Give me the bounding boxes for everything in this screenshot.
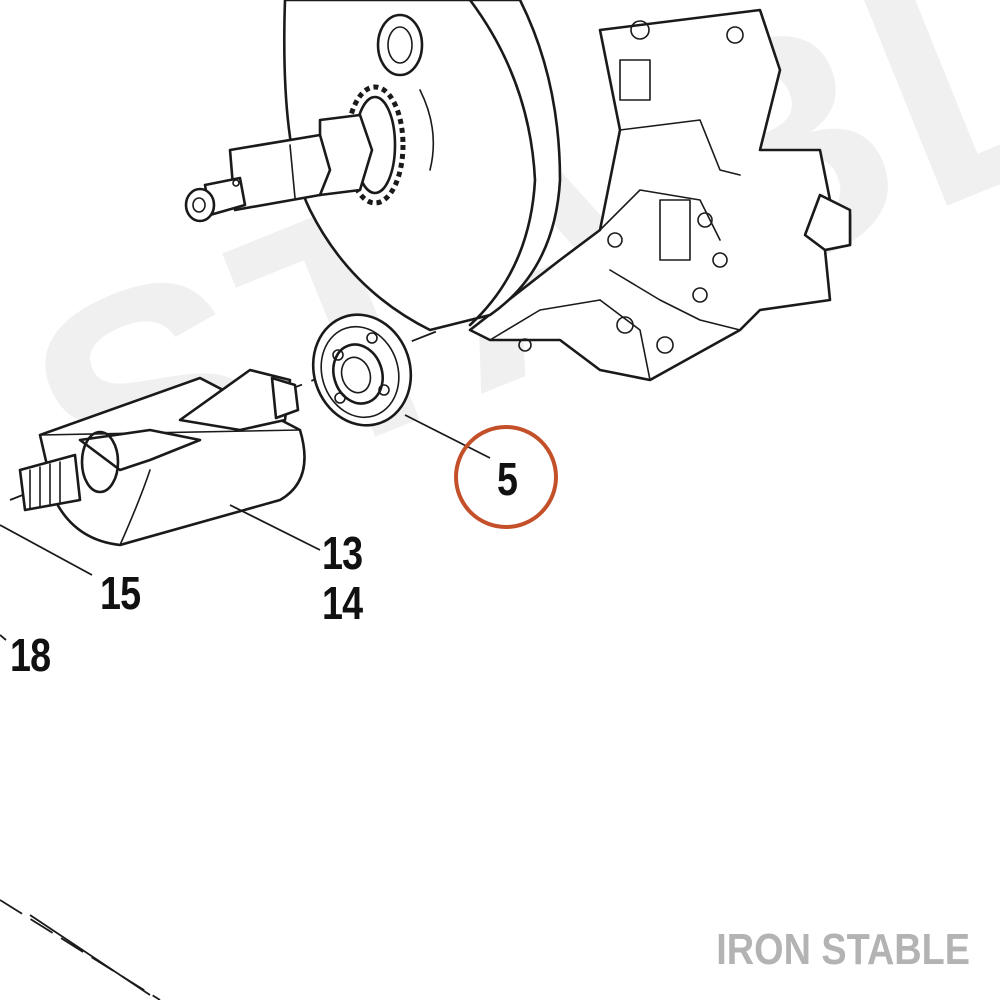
lower-leader-line: [29, 914, 151, 996]
leader-line-5: [404, 414, 491, 459]
leader-line-18: [0, 634, 7, 641]
engine-case: [468, 8, 852, 382]
bearing: [311, 313, 413, 427]
callout-part-14[interactable]: 14: [322, 577, 363, 629]
callout-part-18[interactable]: 18: [10, 629, 51, 681]
brand-watermark: IRON STABLE: [716, 925, 970, 974]
callout-part-5[interactable]: 5: [497, 453, 518, 505]
highlight-circle-icon: [454, 425, 558, 529]
leader-line-15: [0, 524, 93, 576]
callout-part-13[interactable]: 13: [322, 527, 363, 579]
crankshaft-shaft: [184, 113, 374, 223]
crankshaft-assembly: [18, 368, 306, 547]
leader-line-13: [229, 504, 321, 551]
callout-part-15[interactable]: 15: [100, 567, 141, 619]
